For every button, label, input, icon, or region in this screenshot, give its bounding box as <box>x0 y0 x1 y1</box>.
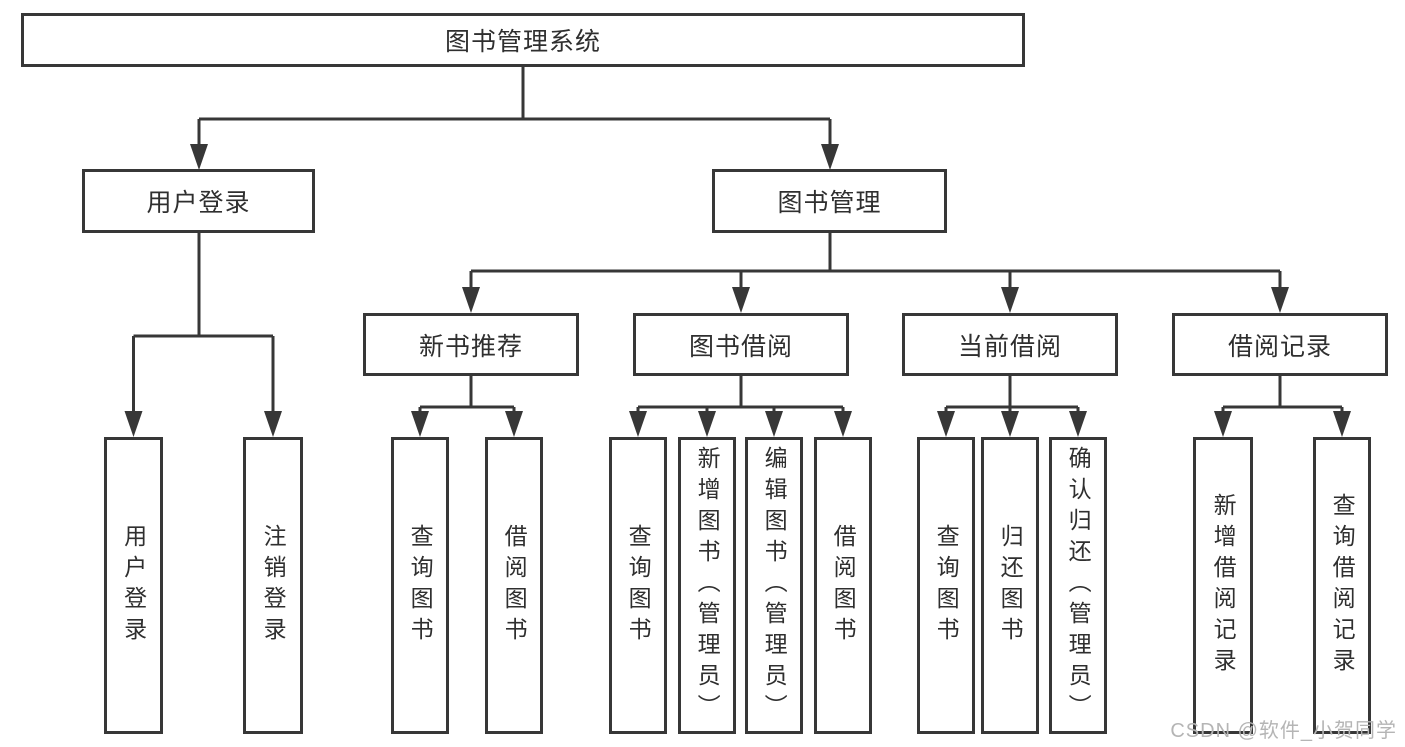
node-label: 编辑图书（管理员） <box>761 446 788 725</box>
csdn-watermark: CSDN @软件_小贺同学 <box>1170 720 1397 742</box>
node-label: 查询图书 <box>933 523 960 648</box>
leaf-bb-edit-books-admin: 编辑图书（管理员） <box>745 437 803 734</box>
leaf-user-login: 用户登录 <box>104 437 163 734</box>
node-label: 图书管理系统 <box>444 28 601 56</box>
node-book-borrow: 图书借阅 <box>633 313 849 376</box>
node-label: 新书推荐 <box>418 332 523 361</box>
node-label: 查询图书 <box>625 523 652 648</box>
node-borrow-records: 借阅记录 <box>1172 313 1388 376</box>
node-label: 新增图书（管理员） <box>694 446 721 725</box>
node-label: 新增借阅记录 <box>1210 492 1237 679</box>
node-label: 借阅图书 <box>501 523 528 648</box>
node-current-borrow: 当前借阅 <box>902 313 1118 376</box>
arrowheads <box>124 144 1351 437</box>
node-label: 查询图书 <box>407 523 434 648</box>
leaf-cb-return-books: 归还图书 <box>981 437 1039 734</box>
leaf-br-add-record: 新增借阅记录 <box>1193 437 1253 734</box>
leaf-bb-add-books-admin: 新增图书（管理员） <box>678 437 736 734</box>
node-label: 确认归还（管理员） <box>1065 446 1092 725</box>
node-book-management: 图书管理 <box>712 169 947 233</box>
node-label: 归还图书 <box>997 523 1024 648</box>
node-label: 图书管理 <box>777 189 882 217</box>
leaf-br-query-record: 查询借阅记录 <box>1313 437 1371 734</box>
leaf-nbr-query-books: 查询图书 <box>391 437 449 734</box>
leaf-nbr-borrow-books: 借阅图书 <box>485 437 543 734</box>
node-new-book-recommend: 新书推荐 <box>363 313 579 376</box>
leaf-bb-borrow-books: 借阅图书 <box>814 437 872 734</box>
leaf-bb-query-books: 查询图书 <box>609 437 667 734</box>
node-label: 当前借阅 <box>957 332 1062 361</box>
node-label: 查询借阅记录 <box>1329 492 1356 679</box>
leaf-cb-query-books: 查询图书 <box>917 437 975 734</box>
node-label: 用户登录 <box>146 189 251 217</box>
node-root: 图书管理系统 <box>21 13 1025 67</box>
node-label: 借阅图书 <box>830 523 857 648</box>
node-user-login: 用户登录 <box>82 169 315 233</box>
leaf-cb-confirm-return-admin: 确认归还（管理员） <box>1049 437 1107 734</box>
node-label: 借阅记录 <box>1227 332 1332 361</box>
node-label: 图书借阅 <box>688 332 793 361</box>
node-label: 注销登录 <box>260 523 287 648</box>
node-label: 用户登录 <box>120 523 147 648</box>
leaf-logout: 注销登录 <box>243 437 303 734</box>
